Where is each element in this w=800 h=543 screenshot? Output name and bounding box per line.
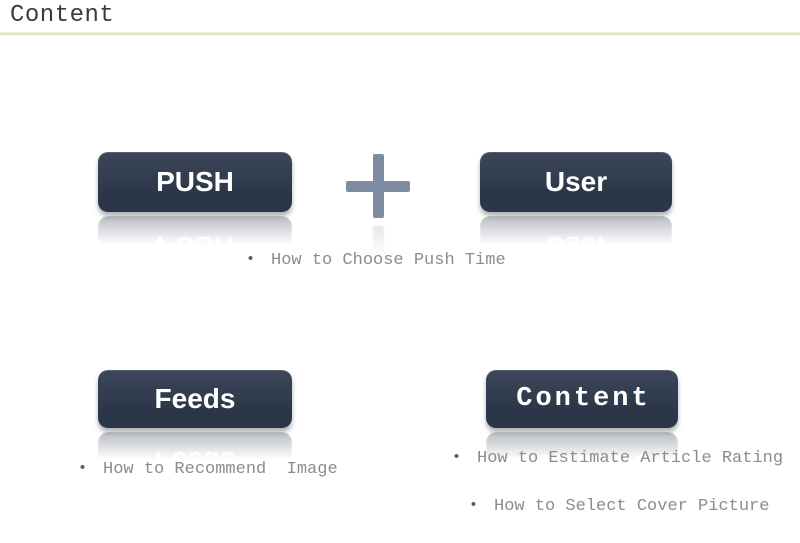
push-button[interactable]: PUSH	[98, 152, 292, 212]
plus-icon	[344, 152, 412, 220]
bullet-icon: •	[469, 497, 479, 514]
bullet-icon: •	[452, 449, 462, 466]
bullet-icon: •	[246, 251, 256, 268]
list-item-text: How to Select Cover Picture	[494, 497, 770, 516]
list-item: • How to Select Cover Picture	[469, 497, 769, 516]
list-item: • How to Estimate Article Rating	[452, 449, 783, 468]
list-item-text: How to Estimate Article Rating	[477, 449, 784, 468]
bullet-icon: •	[78, 460, 88, 477]
list-item-text: How to Recommend Image	[103, 460, 338, 479]
list-item: • How to Recommend Image	[78, 460, 338, 479]
title-divider-line	[0, 32, 800, 35]
list-item-text: How to Choose Push Time	[271, 251, 506, 270]
list-item: • How to Choose Push Time	[246, 251, 506, 270]
plus-icon-horizontal-bar	[346, 181, 410, 192]
feeds-button[interactable]: Feeds	[98, 370, 292, 428]
content-button[interactable]: Content	[486, 370, 678, 428]
user-button[interactable]: User	[480, 152, 672, 212]
page-title: Content	[10, 2, 115, 29]
user-button-reflection: User	[480, 216, 672, 276]
